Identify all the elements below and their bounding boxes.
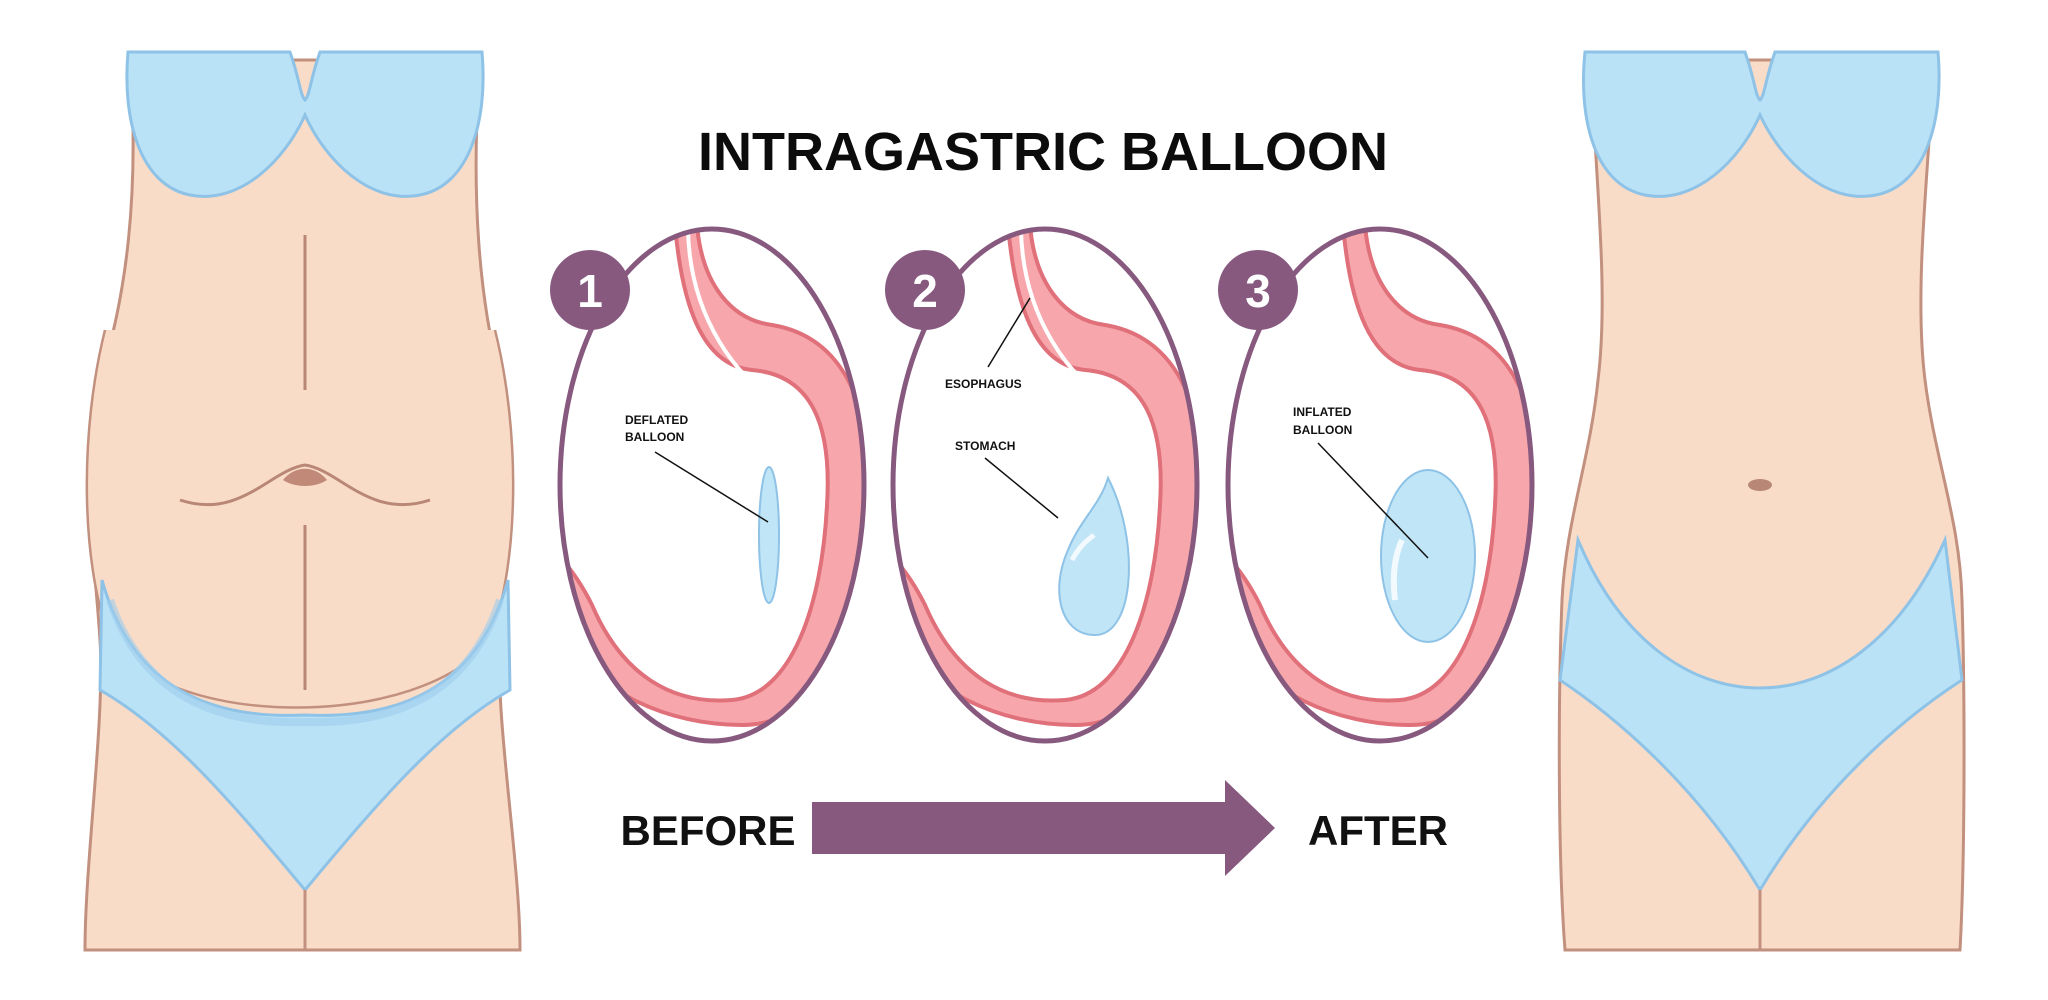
deflated-label-line2: BALLOON bbox=[625, 430, 684, 444]
after-body-figure bbox=[1557, 50, 1966, 952]
stomach-illustration bbox=[560, 229, 864, 727]
step-1-panel: 1 DEFLATED BALLOON bbox=[550, 226, 867, 744]
step-number: 1 bbox=[577, 265, 603, 317]
balloon-shape bbox=[758, 466, 780, 604]
before-body-figure bbox=[83, 50, 522, 952]
stomach-illustration bbox=[1228, 229, 1532, 727]
step-number: 2 bbox=[912, 265, 938, 317]
step-2-panel: 2 ESOPHAGUS STOMACH bbox=[885, 226, 1200, 744]
deflated-label-line1: DEFLATED bbox=[625, 413, 688, 427]
stomach-illustration bbox=[893, 229, 1197, 727]
esophagus-label: ESOPHAGUS bbox=[945, 377, 1022, 391]
after-label: AFTER bbox=[1308, 807, 1448, 854]
inflated-label-line1: INFLATED bbox=[1293, 405, 1352, 419]
before-label: BEFORE bbox=[620, 807, 795, 854]
stomach-label: STOMACH bbox=[955, 439, 1015, 453]
inflated-label-line2: BALLOON bbox=[1293, 423, 1352, 437]
right-arrow-icon bbox=[812, 780, 1275, 876]
step-number: 3 bbox=[1245, 265, 1271, 317]
balloon-shape bbox=[1058, 475, 1130, 637]
balloon-shape bbox=[1380, 469, 1476, 643]
step-3-panel: 3 INFLATED BALLOON bbox=[1218, 226, 1535, 744]
diagram-title: INTRAGASTRIC BALLOON bbox=[698, 122, 1388, 182]
